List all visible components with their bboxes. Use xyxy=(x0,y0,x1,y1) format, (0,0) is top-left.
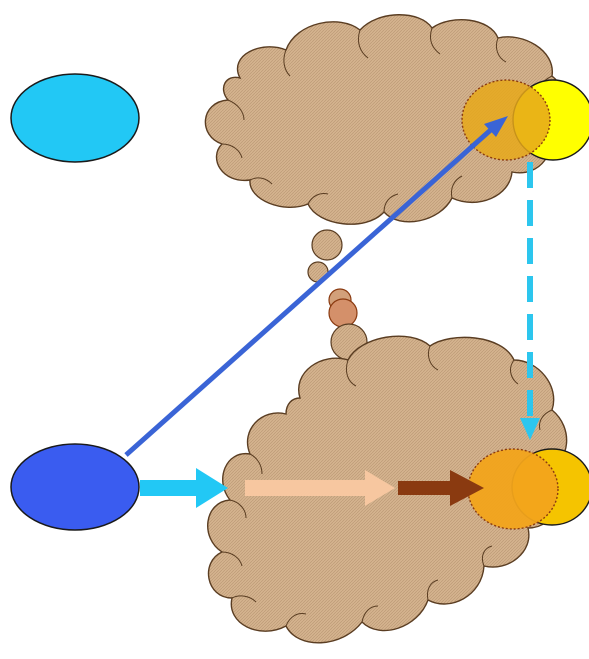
light-blue-ellipse xyxy=(10,73,140,163)
brown-arrow xyxy=(398,470,484,506)
dashed-arrow xyxy=(520,162,540,440)
peach-arrow xyxy=(245,470,395,506)
top-target-ellipses xyxy=(461,79,589,161)
bottom-target-ellipses xyxy=(467,448,589,530)
bubble-1 xyxy=(311,229,343,261)
dark-blue-ellipse xyxy=(10,443,140,531)
diagonal-arrow xyxy=(124,116,508,457)
light-blue-arrow xyxy=(140,468,228,508)
top-cloud xyxy=(204,14,564,225)
gold-ellipse xyxy=(461,79,551,161)
bubble-4 xyxy=(328,298,358,328)
